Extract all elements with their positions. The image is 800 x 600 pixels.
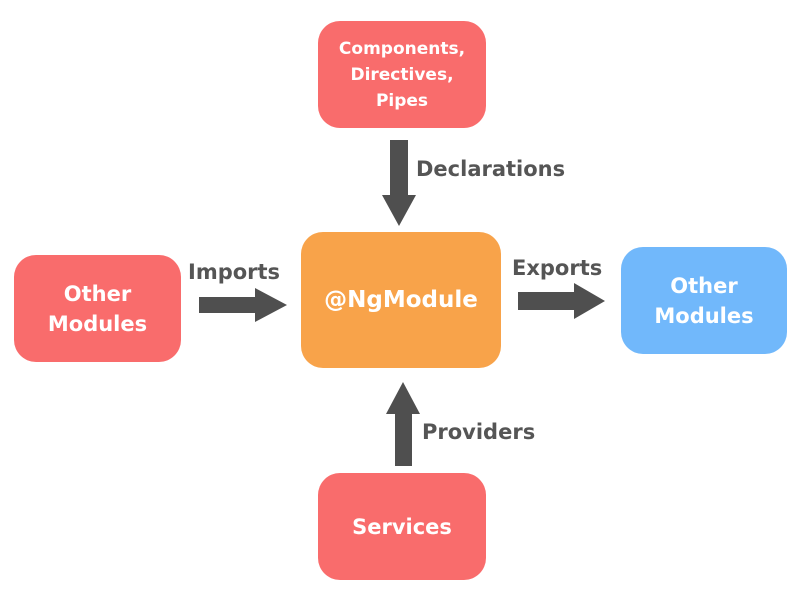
other-modules-imports-box: Other Modules — [14, 255, 181, 362]
left-box-line-2: Modules — [47, 311, 148, 336]
other-modules-exports-box: Other Modules — [621, 247, 787, 354]
providers-label: Providers — [422, 420, 536, 444]
components-directives-pipes-box: Components, Directives, Pipes — [318, 21, 486, 128]
imports-arrow — [199, 288, 287, 322]
exports-arrow — [518, 283, 605, 319]
providers-arrow — [386, 382, 420, 466]
imports-label: Imports — [188, 260, 281, 284]
right-box-line-2: Modules — [654, 303, 754, 328]
declarations-arrow — [382, 140, 416, 226]
top-box-line-2: Directives, — [350, 64, 454, 85]
right-box-line-1: Other — [670, 273, 738, 298]
top-box-line-1: Components, — [338, 38, 466, 59]
ngmodule-box: @NgModule — [301, 232, 501, 368]
declarations-label: Declarations — [416, 157, 566, 181]
exports-label: Exports — [512, 256, 603, 280]
services-label: Services — [352, 514, 452, 539]
left-box-line-1: Other — [63, 281, 132, 306]
top-box-line-3: Pipes — [375, 90, 429, 111]
services-box: Services — [318, 473, 486, 580]
ngmodule-label: @NgModule — [324, 287, 478, 313]
